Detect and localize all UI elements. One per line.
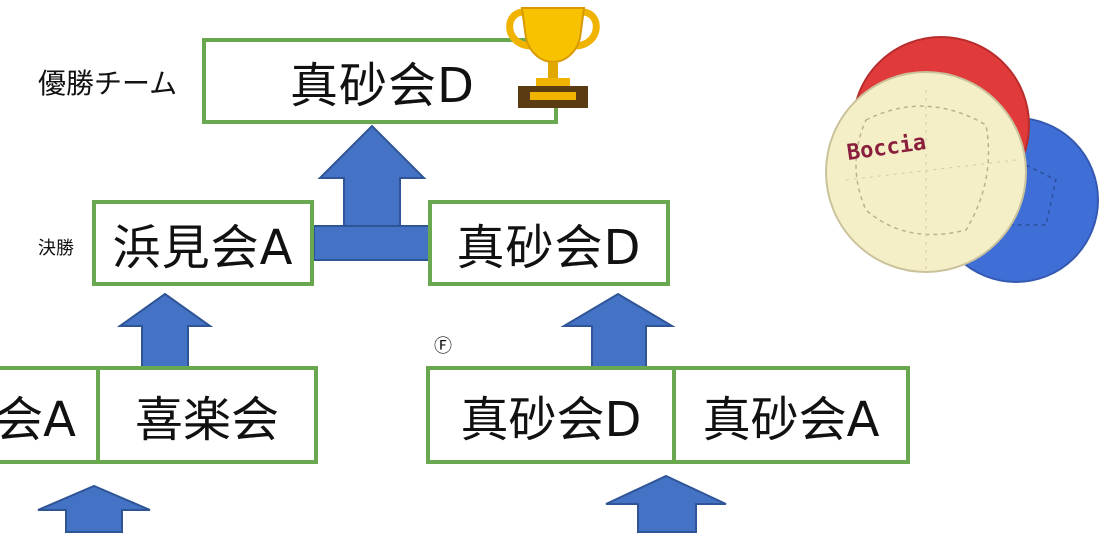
final-label: 決勝 <box>38 238 74 259</box>
final-right-team-name: 真砂会D <box>456 220 642 276</box>
semifinal-right-team-a: 真砂会D <box>460 392 642 448</box>
champion-label: 優勝チーム <box>38 67 178 100</box>
arrow-up-left-final <box>116 292 214 371</box>
final-left-team-name: 浜見会A <box>112 220 294 276</box>
final-connector-bar <box>313 225 431 261</box>
arrow-up-to-champion <box>317 124 427 231</box>
arrow-up-right-bottom <box>605 474 727 533</box>
semifinal-right-team-b: 真砂会A <box>672 370 906 460</box>
boccia-balls-illustration: Boccia <box>825 36 1099 283</box>
semifinal-left-pair: 会A 喜楽会 <box>0 366 318 464</box>
trophy-icon <box>506 7 600 108</box>
arrow-up-right-final <box>560 292 676 371</box>
champion-team-name: 真砂会D <box>290 58 475 114</box>
semifinal-right-pair: 真砂会D 真砂会A <box>426 366 910 464</box>
final-right-team-box: 真砂会D <box>428 200 670 286</box>
bracket-marker-f: Ⓕ <box>434 336 452 357</box>
semifinal-left-team-b: 喜楽会 <box>96 370 314 460</box>
arrow-up-left-bottom <box>37 484 151 533</box>
champion-team-box: 真砂会D <box>202 38 558 124</box>
semifinal-left-team-a: 会A <box>0 392 76 448</box>
final-left-team-box: 浜見会A <box>92 200 314 286</box>
